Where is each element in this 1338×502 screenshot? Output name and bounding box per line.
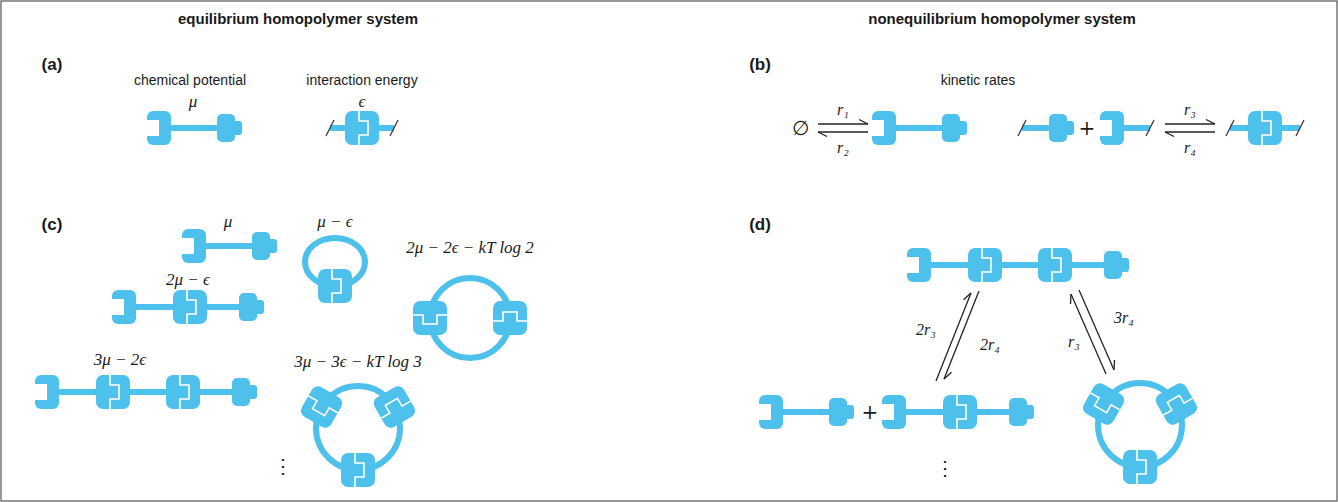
rate-label: 2r₃ <box>916 321 936 339</box>
panel-letter: (c) <box>42 215 63 235</box>
term-label: chemical potential <box>134 72 246 88</box>
math-symbol: ϵ <box>359 92 366 112</box>
rate-label: 3r₄ <box>1114 309 1134 327</box>
reaction-arrows <box>818 124 1215 381</box>
energy-label: 2μ − ϵ <box>166 270 210 290</box>
energy-label: 2μ − 2ϵ − kT log 2 <box>406 238 534 258</box>
energy-label: μ − ϵ <box>317 212 352 232</box>
term-label: kinetic rates <box>941 72 1016 88</box>
energy-label: 3μ − 2ϵ <box>94 350 146 370</box>
rate-label: r₁ <box>837 101 849 119</box>
energy-label: μ <box>224 212 233 232</box>
empty-set-symbol: ∅ <box>792 116 809 140</box>
term-label: interaction energy <box>306 72 417 88</box>
rate-label: r₄ <box>1184 139 1196 157</box>
continuation-dots: ⋮ <box>273 454 293 478</box>
panel-letter: (d) <box>749 215 771 235</box>
panel-letter: (a) <box>42 55 63 75</box>
cut-marks <box>326 120 1304 136</box>
panel-heading: equilibrium homopolymer system <box>178 10 418 27</box>
rate-label: r₃ <box>1184 101 1196 119</box>
plus-sign: + <box>862 400 879 424</box>
panel-letter: (b) <box>749 55 771 75</box>
panel-heading: nonequilibrium homopolymer system <box>868 10 1136 27</box>
rate-label: r₂ <box>837 139 849 157</box>
polymer-shapes <box>34 111 1300 487</box>
continuation-dots: ⋮ <box>935 456 955 480</box>
rate-label: r₃ <box>1068 333 1080 351</box>
bond-pair <box>330 111 394 145</box>
plus-sign: + <box>1079 116 1096 140</box>
math-symbol: μ <box>189 92 198 112</box>
energy-label: 3μ − 3ϵ − kT log 3 <box>294 352 422 372</box>
rate-label: 2r₄ <box>980 336 1000 354</box>
